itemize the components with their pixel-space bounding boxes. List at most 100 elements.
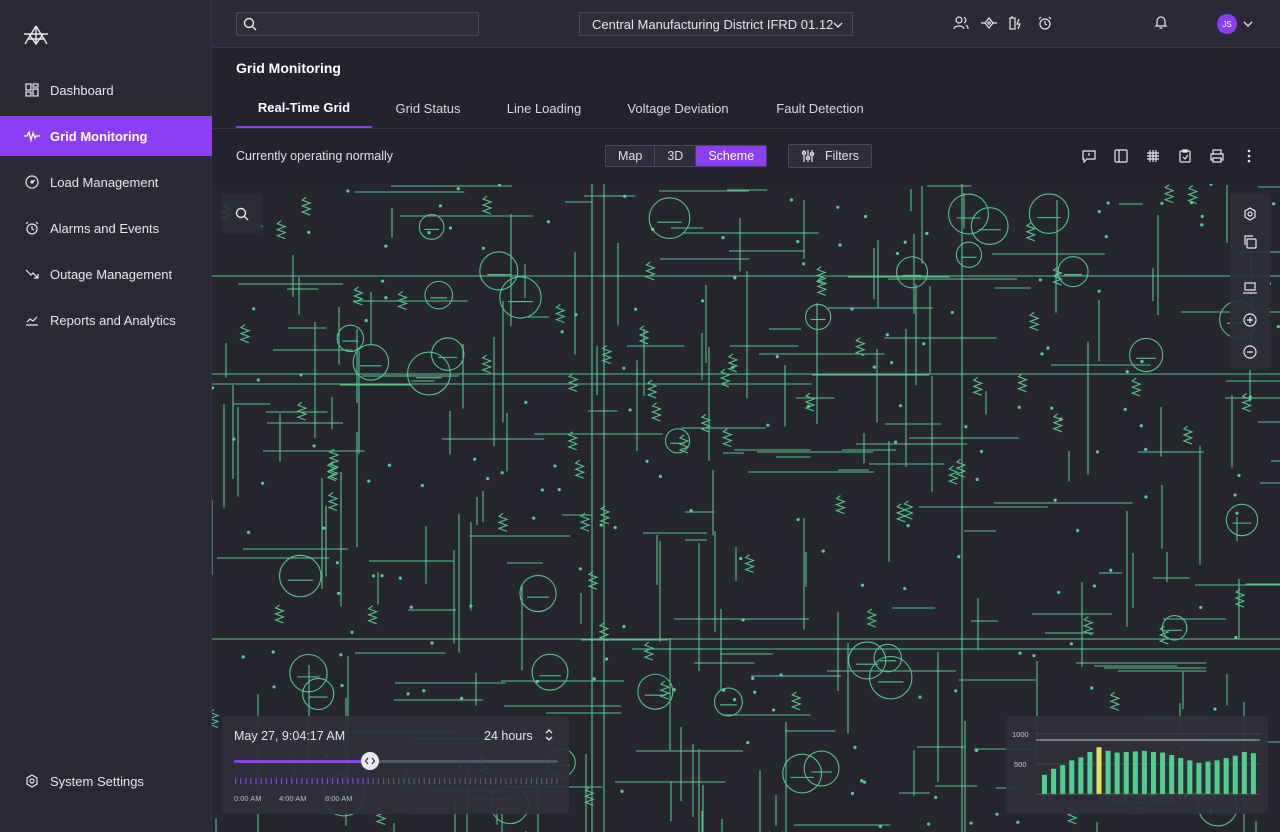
time-tick (245, 778, 247, 784)
district-select[interactable]: Central Manufacturing District IFRD 01.1… (579, 12, 853, 36)
junction-dot (850, 791, 855, 796)
component-resistor (481, 354, 493, 374)
chart-bar (1105, 750, 1111, 794)
junction-dot (524, 400, 528, 404)
view-scheme-button[interactable]: Scheme (696, 146, 767, 166)
component-valve (1028, 193, 1070, 234)
bell-icon[interactable] (1153, 14, 1169, 33)
time-tick (235, 778, 237, 784)
junction-dot (307, 230, 311, 234)
component-resistor (567, 431, 579, 451)
view-3d-button[interactable]: 3D (655, 146, 697, 166)
grid-icon[interactable] (1144, 148, 1162, 164)
time-tick (423, 778, 425, 784)
component-resistor (579, 512, 591, 532)
junction-dot (1235, 511, 1239, 515)
junction-dot (751, 676, 755, 680)
view-map-button[interactable]: Map (606, 146, 656, 166)
sidebar-item-reports-analytics[interactable]: Reports and Analytics (0, 300, 212, 340)
sidebar: Dashboard Grid Monitoring Load Managemen… (0, 0, 212, 832)
logo-icon[interactable] (22, 24, 50, 46)
sidebar-item-grid-monitoring[interactable]: Grid Monitoring (0, 116, 212, 156)
battery-charge-icon[interactable] (1008, 14, 1026, 32)
chart-bar (1160, 752, 1166, 794)
junction-dot (1160, 201, 1164, 205)
junction-dot (801, 262, 806, 266)
sidebar-panel-icon[interactable] (1112, 148, 1130, 164)
junction-dot (903, 586, 907, 591)
sidebar-item-system-settings[interactable]: System Settings (0, 761, 212, 801)
chevron-down-icon[interactable] (1242, 18, 1254, 30)
alarm-clock-icon[interactable] (1036, 14, 1054, 32)
component-resistor (598, 622, 610, 642)
time-tick (367, 778, 369, 784)
junction-dot (1139, 424, 1143, 428)
sidebar-item-load-management[interactable]: Load Management (0, 162, 212, 202)
tab-fault-detection[interactable]: Fault Detection (776, 100, 864, 116)
tab-voltage-deviation[interactable]: Voltage Deviation (627, 100, 729, 116)
time-tick (342, 778, 344, 784)
tab-line-loading[interactable]: Line Loading (506, 100, 582, 116)
junction-dot (732, 698, 737, 702)
time-tick (280, 778, 283, 784)
component-valve (970, 207, 1009, 246)
y-tick-label: 1000 (1012, 730, 1029, 739)
time-tick (347, 778, 349, 784)
component-valve (664, 428, 691, 454)
component-resistor (275, 220, 287, 240)
map-search-button[interactable] (222, 194, 262, 234)
page-title: Grid Monitoring (236, 60, 341, 76)
junction-dot (448, 226, 453, 230)
zoom-out-icon[interactable] (1242, 344, 1258, 360)
more-vertical-icon[interactable] (1240, 148, 1258, 164)
time-playback-panel: May 27, 9:04:17 AM 24 hours 0:00 AM 4:00… (222, 716, 569, 814)
junction-dot (1059, 417, 1063, 421)
layers-icon[interactable] (1242, 206, 1258, 222)
grid-schematic[interactable]: May 27, 9:04:17 AM 24 hours 0:00 AM 4:00… (212, 184, 1280, 832)
time-tick (433, 778, 436, 784)
copy-icon[interactable] (1242, 234, 1258, 250)
search-input[interactable] (236, 12, 479, 36)
tab-grid-status[interactable]: Grid Status (395, 100, 461, 116)
junction-dot (299, 373, 303, 377)
sidebar-item-outage-management[interactable]: Outage Management (0, 254, 212, 294)
junction-dot (271, 650, 275, 654)
filters-button[interactable]: Filters (788, 144, 872, 168)
sidebar-item-label: Load Management (50, 174, 159, 190)
sidebar-bottom: System Settings (0, 761, 212, 807)
users-icon[interactable] (952, 14, 970, 32)
time-slider-handle[interactable] (361, 752, 380, 770)
laptop-icon[interactable] (1242, 280, 1258, 296)
time-tick (459, 778, 461, 784)
avatar[interactable]: JS (1217, 14, 1237, 34)
substation-icon[interactable] (980, 14, 998, 32)
time-tick (326, 778, 328, 784)
junction-dot (1140, 359, 1144, 364)
junction-dot (975, 477, 979, 482)
tab-real-time-grid[interactable]: Real-Time Grid (236, 88, 372, 128)
search-icon (235, 207, 249, 221)
zoom-in-icon[interactable] (1242, 312, 1258, 328)
component-resistor (727, 353, 739, 373)
time-slider[interactable] (234, 752, 558, 770)
print-icon[interactable] (1208, 148, 1226, 164)
time-tick (372, 778, 374, 784)
chart-bar (1250, 753, 1256, 794)
component-valve (418, 214, 445, 240)
clipboard-icon[interactable] (1176, 148, 1194, 164)
component-resistor (790, 691, 802, 711)
sidebar-item-alarms-events[interactable]: Alarms and Events (0, 208, 212, 248)
comment-icon[interactable] (1080, 148, 1098, 164)
junction-dot (623, 194, 627, 198)
time-range-select[interactable]: 24 hours (484, 729, 533, 743)
junction-dot (241, 655, 245, 659)
component-valve (499, 276, 542, 319)
time-tick (500, 778, 502, 784)
toolbar-icons (1080, 148, 1258, 164)
chevron-updown-icon[interactable] (544, 728, 554, 742)
time-tick (316, 778, 318, 784)
component-resistor (1241, 393, 1253, 412)
junction-dot (741, 618, 745, 622)
time-tick (469, 778, 471, 784)
sidebar-item-dashboard[interactable]: Dashboard (0, 70, 212, 110)
